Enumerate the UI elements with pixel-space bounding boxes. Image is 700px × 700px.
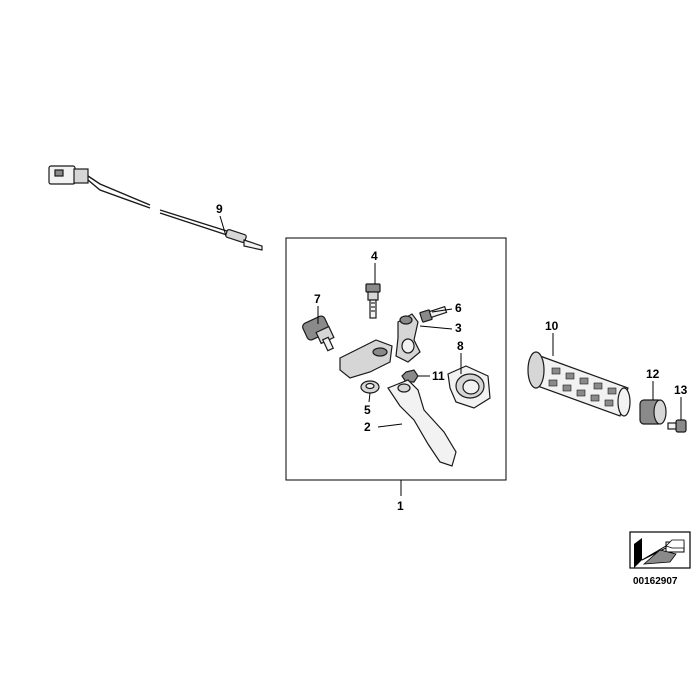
lever-bracket-part — [339, 339, 393, 379]
callout-3: 3 — [455, 321, 462, 335]
lever-part — [387, 379, 457, 467]
small-nut-part — [401, 369, 419, 383]
assembly-frame — [285, 237, 507, 481]
clamp-part — [395, 313, 421, 363]
callout-6: 6 — [455, 301, 462, 315]
washer-part — [360, 380, 380, 394]
leader-lines — [219, 215, 682, 496]
callout-11: 11 — [432, 369, 445, 383]
end-screw-part — [667, 419, 687, 433]
grip-part — [527, 351, 631, 417]
bolt-part — [419, 305, 448, 323]
cover-part — [447, 365, 491, 409]
callout-5: 5 — [364, 403, 371, 417]
cable-switch-part — [48, 165, 263, 251]
callout-4: 4 — [371, 249, 378, 263]
reference-code: 00162907 — [633, 576, 678, 587]
callout-7: 7 — [314, 292, 321, 306]
bar-end-part — [639, 399, 667, 425]
callout-2: 2 — [364, 420, 371, 434]
callout-9: 9 — [216, 202, 223, 216]
adjuster-nut-part — [302, 315, 335, 352]
callout-8: 8 — [457, 339, 464, 353]
callout-1: 1 — [397, 499, 404, 513]
adjuster-screw-part — [365, 283, 381, 319]
callout-12: 12 — [646, 367, 660, 381]
reference-icon — [629, 531, 691, 569]
callout-10: 10 — [545, 319, 559, 333]
callout-13: 13 — [674, 383, 688, 397]
